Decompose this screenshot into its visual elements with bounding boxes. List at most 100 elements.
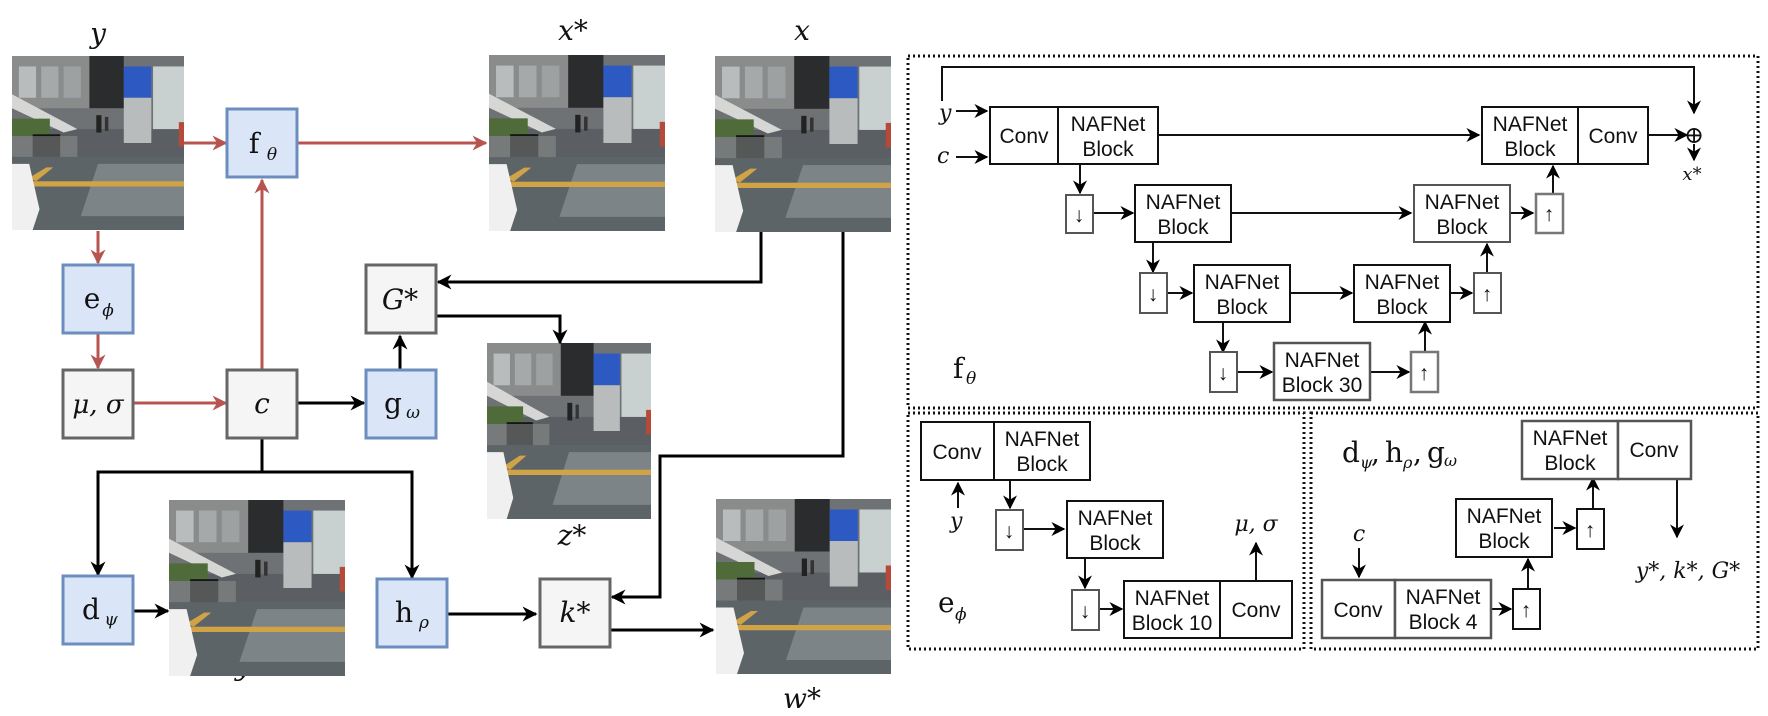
down-sample-2: ↓ <box>1139 272 1168 314</box>
naf-block-mid: NAFNet Block <box>1455 498 1553 558</box>
svg-text:Conv: Conv <box>999 125 1049 148</box>
svg-text:Conv: Conv <box>1333 599 1383 622</box>
svg-text:Block 30: Block 30 <box>1282 374 1363 397</box>
output-mu-sigma: μ, σ <box>1234 512 1278 537</box>
arrow-c-branch-h <box>262 470 420 580</box>
down-sample-3: ↓ <box>1209 351 1238 393</box>
panel-f-theta: f θ y c <box>937 66 1704 402</box>
svg-text:k*: k* <box>560 596 591 629</box>
svg-text:NAFNet: NAFNet <box>1078 507 1153 530</box>
output-ystar-kstar-Gstar: y*, k*, G* <box>1635 559 1740 584</box>
panel-e-phi: e ϕ y μ, σ Conv NAFNet Block ↓ NAFNet Bl… <box>920 421 1293 639</box>
svg-text:↓: ↓ <box>1080 600 1091 623</box>
panel-dhg-border <box>1309 411 1760 651</box>
up-sample-2: ↑ <box>1473 272 1502 314</box>
skip-connection <box>941 66 1701 115</box>
image-y-star <box>169 500 345 676</box>
svg-text:θ: θ <box>267 145 277 165</box>
svg-text:G*: G* <box>382 283 418 316</box>
svg-text:d: d <box>1342 436 1360 469</box>
arrow-c-to-dpsi <box>90 437 264 577</box>
svg-text:Conv: Conv <box>1629 439 1679 462</box>
label-z-star: z* <box>557 519 587 552</box>
svg-text:μ, σ: μ, σ <box>72 390 124 420</box>
svg-text:ψ: ψ <box>1360 453 1373 472</box>
svg-text:e: e <box>84 282 101 315</box>
panel-e-phi-title: e <box>938 586 955 619</box>
node-f-theta: f θ <box>225 107 299 179</box>
up-sample-3: ↑ <box>1409 350 1440 394</box>
svg-text:Block: Block <box>1216 296 1268 319</box>
panel-f-theta-title-sub: θ <box>966 369 976 389</box>
panel-e-phi-title-sub: ϕ <box>955 605 967 625</box>
down-sample-1: ↓ <box>1065 194 1094 234</box>
image-x-star <box>489 55 665 231</box>
up-sample-2: ↑ <box>1576 508 1605 550</box>
svg-text:↑: ↑ <box>1482 283 1493 306</box>
svg-text:NAFNet: NAFNet <box>1425 191 1500 214</box>
svg-text:NAFNet: NAFNet <box>1365 271 1440 294</box>
svg-text:Block 4: Block 4 <box>1409 611 1478 634</box>
svg-text:ω: ω <box>1444 451 1457 470</box>
node-c: c <box>225 368 299 440</box>
image-x <box>715 56 891 232</box>
svg-text:ρ: ρ <box>1402 453 1413 472</box>
svg-text:Block: Block <box>1157 216 1209 239</box>
svg-text:Conv: Conv <box>932 441 982 464</box>
panel-dhg: d ψ , h ρ , g ω c y*, k*, G* NAFNet Bloc… <box>1320 419 1740 640</box>
conv-naf4-input-block: Conv NAFNet Block 4 <box>1320 578 1493 640</box>
up-sample-1: ↑ <box>1512 588 1541 630</box>
node-h-rho: h ρ <box>375 577 449 649</box>
down-sample-1: ↓ <box>995 509 1024 551</box>
svg-text:Block: Block <box>1544 452 1596 475</box>
panel-borders <box>906 54 1760 651</box>
label-x: x <box>794 14 810 47</box>
svg-text:↓: ↓ <box>1004 520 1015 543</box>
svg-text:NAFNet: NAFNet <box>1071 113 1146 136</box>
svg-text:↑: ↑ <box>1521 599 1532 622</box>
label-x-star: x* <box>558 14 588 47</box>
naf-conv-output-block: NAFNet Block Conv <box>1520 419 1693 481</box>
output-x-star: x* <box>1682 164 1701 185</box>
down-sample-2: ↓ <box>1071 589 1100 631</box>
svg-text:↑: ↑ <box>1585 519 1596 542</box>
svg-text:NAFNet: NAFNet <box>1467 505 1542 528</box>
svg-text:g: g <box>384 387 402 420</box>
svg-text:Block: Block <box>1089 532 1141 555</box>
svg-text:Conv: Conv <box>1231 599 1281 622</box>
svg-text:Block: Block <box>1016 453 1068 476</box>
input-y: y <box>949 509 963 534</box>
svg-text:↓: ↓ <box>1148 283 1159 306</box>
svg-text:Block: Block <box>1478 530 1530 553</box>
naf-block-30: NAFNet Block 30 <box>1272 341 1372 402</box>
svg-text:NAFNet: NAFNet <box>1135 587 1210 610</box>
svg-text:Block 10: Block 10 <box>1132 612 1213 635</box>
input-y: y <box>938 101 952 126</box>
conv-naf-input-block: Conv NAFNet Block <box>989 106 1159 165</box>
image-y <box>12 56 184 230</box>
svg-text:NAFNet: NAFNet <box>1146 191 1221 214</box>
svg-text:ρ: ρ <box>418 613 429 633</box>
node-d-psi: d ψ <box>61 574 135 646</box>
svg-text:↓: ↓ <box>1218 362 1229 385</box>
svg-text:↑: ↑ <box>1419 362 1430 385</box>
svg-text:Block: Block <box>1376 296 1428 319</box>
image-z-star <box>487 343 651 519</box>
up-sample-1: ↑ <box>1534 192 1565 235</box>
node-e-phi: e ϕ <box>61 263 135 335</box>
svg-text:NAFNet: NAFNet <box>1285 349 1360 372</box>
input-c: c <box>1353 522 1365 547</box>
naf-block-enc-2: NAFNet Block <box>1134 184 1232 243</box>
svg-text:d: d <box>82 593 100 626</box>
arrow-x-to-Gstar <box>436 232 763 290</box>
node-g-omega: g ω <box>364 368 438 440</box>
node-mu-sigma: μ, σ <box>61 368 135 440</box>
image-w-star <box>716 499 891 674</box>
input-c: c <box>937 144 949 169</box>
node-k-star: k* <box>538 577 612 649</box>
node-G-star: G* <box>364 263 438 335</box>
naf10-conv-output-block: NAFNet Block 10 Conv <box>1123 580 1293 639</box>
svg-text:c: c <box>254 387 270 420</box>
svg-text:g: g <box>1427 436 1445 469</box>
